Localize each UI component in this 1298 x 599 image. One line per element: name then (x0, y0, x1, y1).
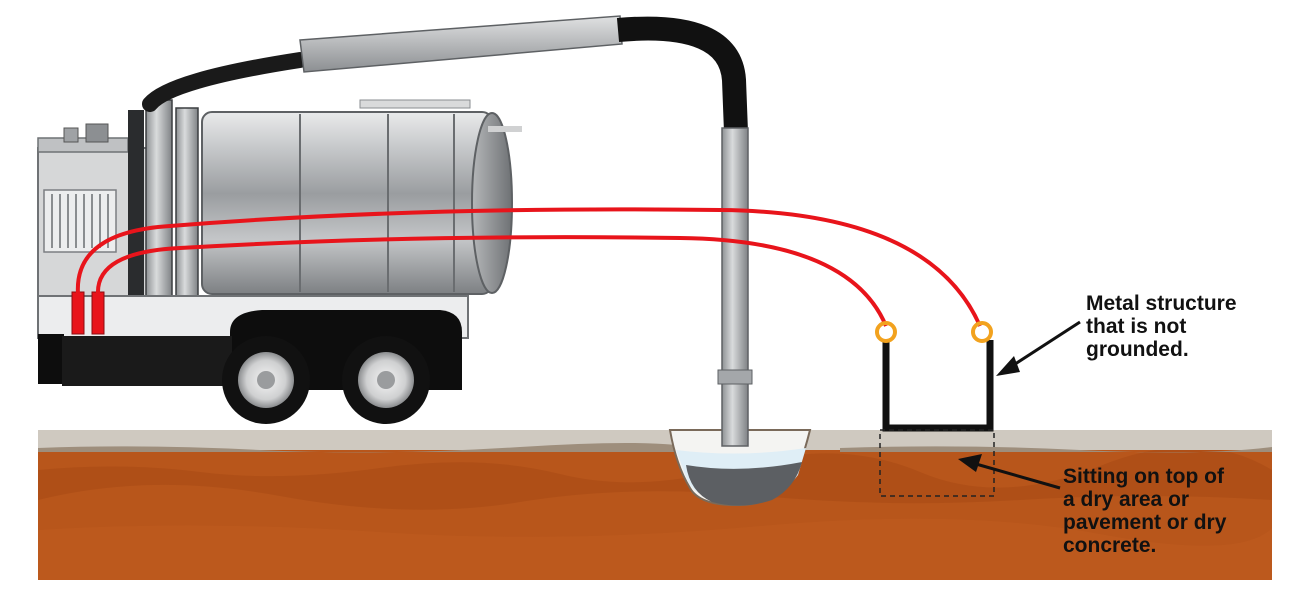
cable-connector-1 (71, 291, 85, 335)
tank-end-cap (471, 112, 513, 294)
grounding-cable-inner (95, 235, 888, 327)
label-metal-structure: Metal structure that is not grounded. (1086, 292, 1237, 361)
hose-from-truck (142, 52, 308, 112)
ground (38, 429, 1272, 580)
cab-fitting-2 (85, 123, 109, 143)
wheel-front (222, 336, 310, 424)
stack-pipe-3 (128, 110, 144, 320)
arrow-dry-line (975, 462, 1061, 490)
tank-top-rail (359, 99, 471, 109)
cab-fitting-1 (63, 127, 79, 143)
u-channel (882, 340, 994, 432)
ground-surface (38, 430, 1272, 450)
tube-coupling (717, 369, 753, 385)
soil-texture (38, 446, 1272, 510)
tank-rear-rail (488, 126, 522, 132)
arrow-metal-head (996, 356, 1020, 376)
arrow-dry-head (958, 454, 982, 472)
cable-connector-2 (91, 291, 105, 335)
dry-area-outline (879, 429, 995, 497)
cab-top (37, 137, 129, 153)
label-dry-area: Sitting on top of a dry area or pavement… (1063, 465, 1227, 557)
soil-texture-lower (38, 518, 1272, 580)
arrow-metal-line (1011, 320, 1081, 368)
metal-structure (879, 340, 995, 497)
suction-hose (616, 16, 748, 133)
vent-slats (51, 194, 109, 248)
suction-tube (721, 127, 749, 447)
wheel-rear (342, 336, 430, 424)
clamp-inner (875, 321, 897, 343)
vacuum-truck (37, 99, 522, 424)
annotation-arrows (958, 320, 1081, 490)
frame-rail (62, 336, 232, 386)
vacuum-boom (142, 15, 753, 447)
hole-muck (686, 462, 802, 506)
stack-pipe-2 (175, 107, 199, 327)
bumper (38, 334, 64, 384)
tank-body (201, 111, 493, 295)
clamp-outer (971, 321, 993, 343)
stack-pipe-1 (145, 99, 173, 327)
ground-surface-edge (38, 442, 1272, 453)
grounding-cable-outer (75, 207, 982, 327)
grounding-cables (75, 207, 993, 343)
boom-tube (299, 15, 623, 73)
